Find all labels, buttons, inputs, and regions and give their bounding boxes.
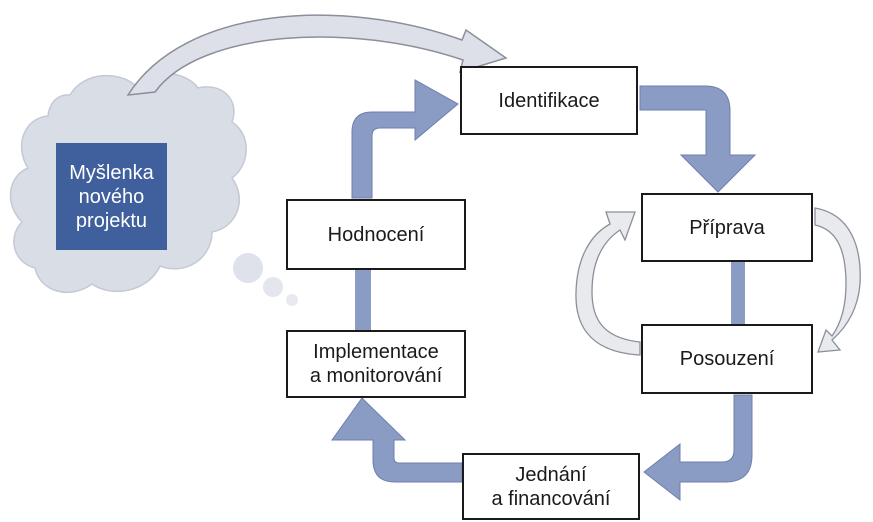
thought-bubble-medium [263, 277, 283, 297]
thought-bubble-large [233, 253, 263, 283]
stage-identifikace: Identifikace [460, 66, 638, 135]
implementation-evaluation-connector [355, 270, 371, 332]
stage-jednani: Jednání a financování [462, 453, 640, 520]
stage-posouzeni: Posouzení [641, 324, 813, 394]
preparation-assessment-connector [731, 262, 745, 326]
evaluation-to-identification-arrow [351, 79, 459, 199]
thought-bubble-small [286, 294, 298, 306]
idea-to-identification-arrow [126, 14, 508, 96]
new-project-idea-box: Myšlenka nového projektu [56, 143, 167, 250]
stage-implementace: Implementace a monitorování [286, 330, 466, 398]
assessment-to-preparation-loop-arrow [575, 211, 641, 356]
assessment-to-negotiation-arrow [643, 394, 753, 502]
stage-priprava: Příprava [641, 193, 813, 262]
stage-hodnoceni: Hodnocení [286, 199, 466, 270]
negotiation-to-implementation-arrow [331, 397, 463, 483]
identification-to-preparation-arrow [639, 85, 757, 193]
preparation-to-assessment-loop-arrow [814, 207, 861, 353]
